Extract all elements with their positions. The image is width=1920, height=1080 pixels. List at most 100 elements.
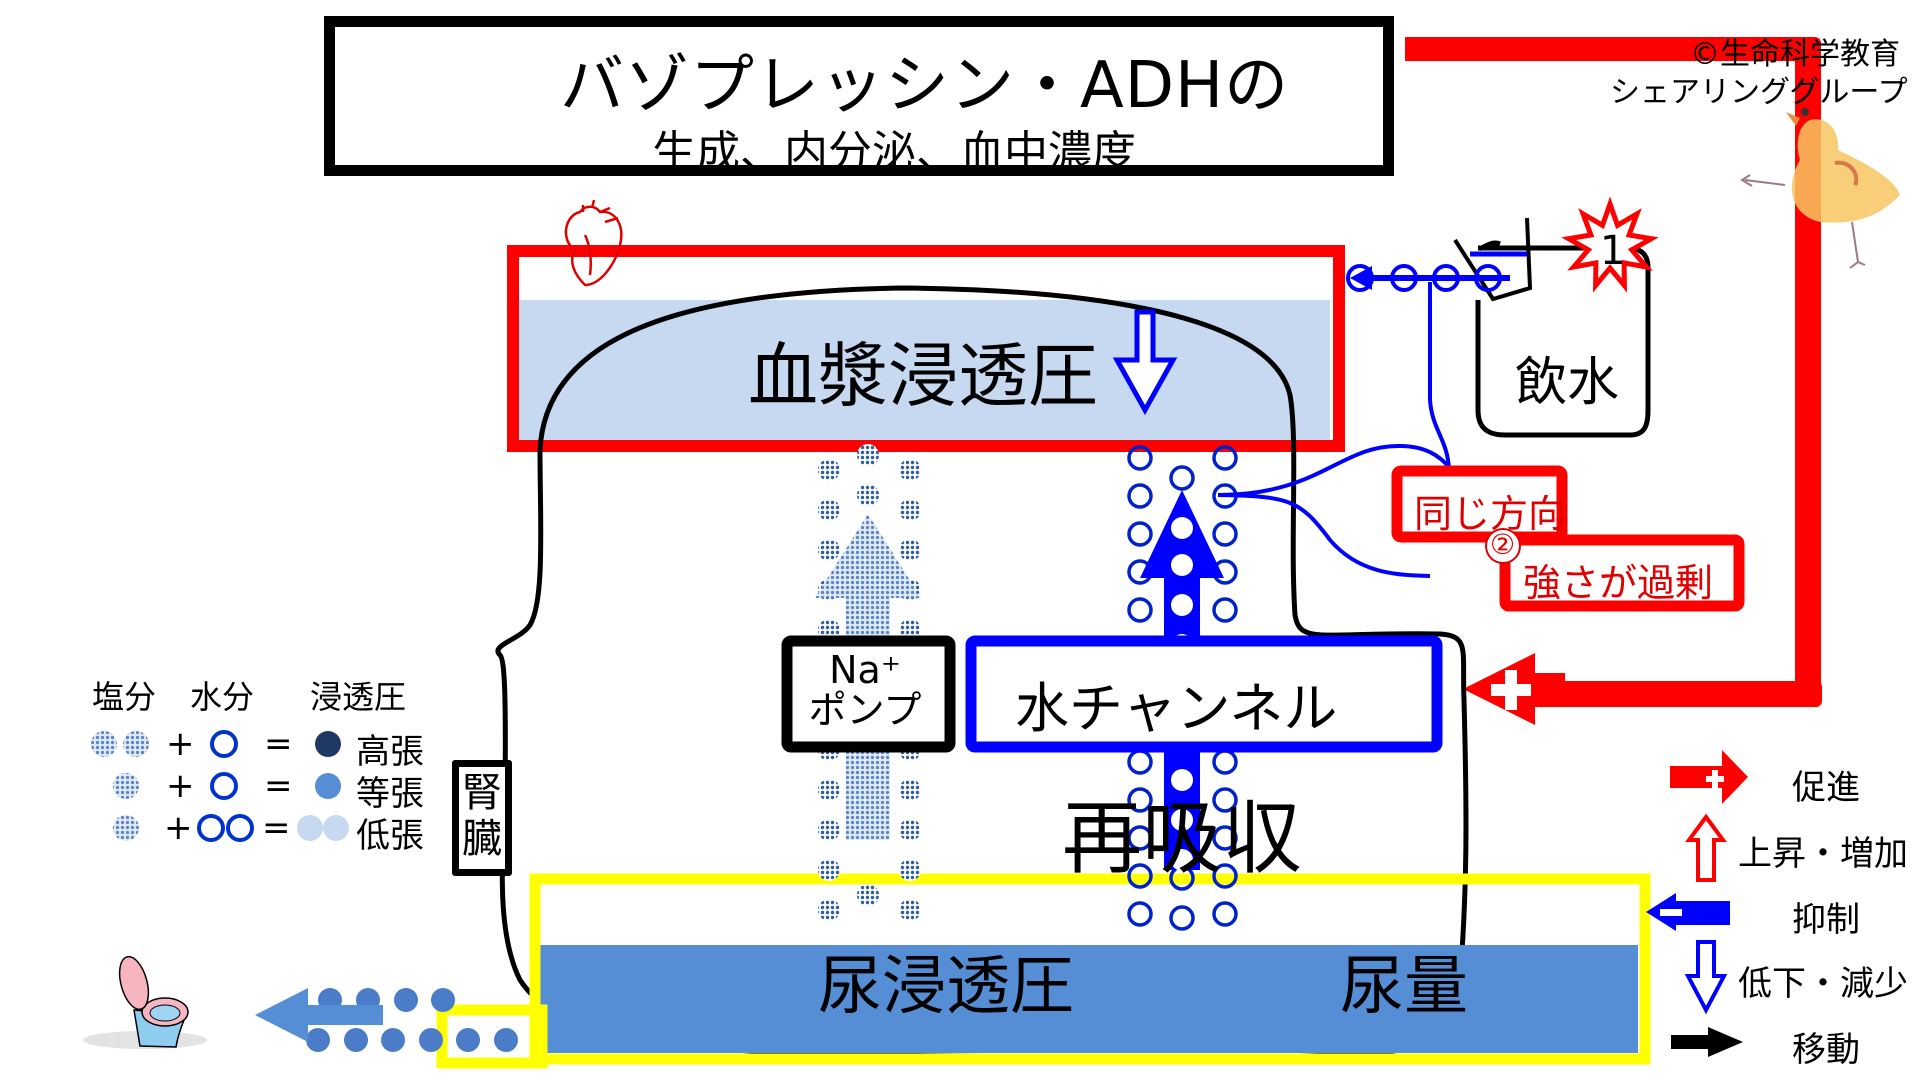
salt-dot (818, 859, 840, 881)
kidney-label-char-1: 腎 (462, 770, 502, 816)
urine-box (436, 873, 1651, 1069)
plus-icon (1491, 670, 1531, 710)
legend-hypotonic: 低張 (356, 816, 424, 856)
water-dot-in-arrow (1171, 554, 1193, 576)
water-dot (1169, 905, 1195, 931)
salt-dot (818, 899, 840, 921)
urine-dot (431, 988, 455, 1012)
kidney-label-box (452, 760, 512, 876)
water-dot (1212, 863, 1238, 889)
water-channel-label: 水チャンネル (1015, 677, 1338, 740)
water-dot (1127, 901, 1153, 927)
salt-dot (899, 459, 921, 481)
legend-plus: + (166, 724, 195, 764)
water-dot-in-arrow (1171, 594, 1193, 616)
legend-circles (91, 730, 349, 842)
na-pump-line-1: Na⁺ (829, 648, 901, 692)
credit-line-1: ©生命科学教育 (1690, 37, 1900, 72)
legend-plus: + (164, 808, 193, 848)
salt-dot (818, 819, 840, 841)
water-dot-in-arrow (1171, 517, 1193, 539)
title-box (324, 16, 1394, 176)
salt-dot (857, 444, 879, 466)
water-dot (1127, 521, 1153, 547)
annotation-connectors (1217, 443, 1457, 578)
water-dot (1127, 787, 1153, 813)
urine-dot (394, 988, 418, 1012)
increase-arrow-icon (1685, 813, 1727, 882)
kidney-label-char-2: 臓 (462, 816, 502, 862)
credit-line-2: シェアリンググループ (1610, 75, 1908, 110)
salt-dot (899, 899, 921, 921)
chick-illustration (1740, 108, 1900, 269)
key-label-increase: 上昇・増加 (1738, 834, 1908, 874)
title-main: バゾプレッシン・ADHの (560, 49, 1290, 123)
water-channel-box (965, 635, 1443, 753)
toilet-icon (83, 955, 207, 1049)
water-dot (1169, 465, 1195, 491)
legend-equals: = (262, 808, 291, 848)
salt-dot (818, 499, 840, 521)
salt-dot (899, 539, 921, 561)
inhibit-arrow-icon (1646, 893, 1730, 931)
key-label-promote: 促進 (1792, 768, 1860, 808)
legend-header-water: 水分 (190, 678, 255, 716)
urine-dot (381, 1028, 405, 1052)
water-dot (1212, 787, 1238, 813)
key-label-move: 移動 (1792, 1030, 1860, 1070)
urine-dot (494, 1028, 518, 1052)
promote-arrow-icon (1670, 750, 1748, 804)
drinking-cup (1475, 240, 1651, 438)
legend-isotonic: 等張 (356, 774, 424, 814)
water-dot (1127, 483, 1153, 509)
heart-icon (564, 199, 623, 287)
na-pump-line-2: ポンプ (808, 688, 922, 732)
key-label-decrease: 低下・減少 (1738, 964, 1908, 1004)
salt-dot (857, 884, 879, 906)
urine-dot (456, 1028, 480, 1052)
water-dot (1127, 445, 1153, 471)
water-dot (1212, 749, 1238, 775)
urine-volume-label: 尿量 (1340, 950, 1468, 1024)
water-dot (1127, 749, 1153, 775)
water-dot-in-arrow (1171, 769, 1193, 791)
same-direction-label: 同じ方向 (1414, 492, 1567, 536)
salt-dot (899, 499, 921, 521)
burst-number: 1 (1600, 228, 1626, 274)
salt-dot (818, 779, 840, 801)
urine-osmolality-label: 尿浸透圧 (818, 950, 1074, 1024)
water-intake-flow (1346, 251, 1527, 471)
legend-header-osmolality: 浸透圧 (310, 678, 407, 716)
glass-icon (1453, 217, 1533, 302)
excess-strength-box (1499, 534, 1745, 612)
water-dot-in-arrow (1171, 809, 1193, 831)
water-dot (1212, 521, 1238, 547)
water-dot (1127, 597, 1153, 623)
legend-plus: + (166, 766, 195, 806)
legend-header-salt: 塩分 (92, 678, 157, 716)
same-direction-box (1391, 465, 1568, 543)
water-dot (1127, 863, 1153, 889)
legend-equals: = (264, 766, 293, 806)
urine-dot (419, 1028, 443, 1052)
salt-dot (899, 779, 921, 801)
copyright-credit: ©生命科学教育 シェアリンググループ (1610, 36, 1908, 112)
water-dot-in-arrow (1171, 849, 1193, 871)
legend-hypertonic: 高張 (356, 732, 424, 772)
plasma-osmolality-label: 血漿浸透圧 (748, 335, 1098, 417)
excretion-arrow (255, 988, 383, 1042)
key-label-inhibit: 抑制 (1792, 900, 1860, 940)
water-dot (1127, 825, 1153, 851)
salt-dot (899, 859, 921, 881)
salt-dot (818, 539, 840, 561)
water-dot (1212, 901, 1238, 927)
na-pump-box (781, 635, 956, 753)
urine-dot (344, 1028, 368, 1052)
na-pump-label: Na⁺ ポンプ (790, 650, 940, 730)
legend-equals: = (264, 724, 293, 764)
decrease-arrow-icon (1112, 309, 1178, 416)
water-dot (1212, 825, 1238, 851)
marker-circle (1485, 528, 1521, 564)
excess-strength-label: 強さが過剰 (1523, 561, 1714, 605)
burst-icon (1561, 196, 1659, 293)
